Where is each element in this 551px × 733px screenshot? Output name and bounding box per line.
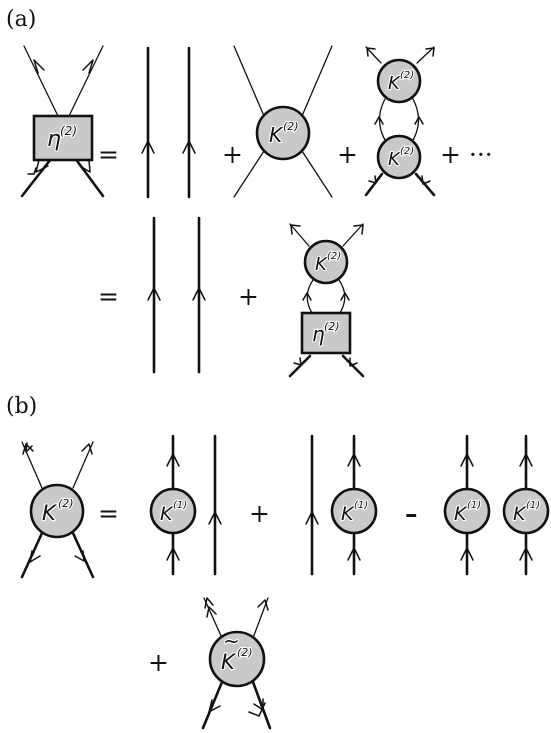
- k2-superscript-a2: (2): [400, 70, 414, 81]
- plus-sign-a3: +: [238, 282, 259, 311]
- eta2-box: [32, 114, 94, 162]
- k1-superscript-b2: (1): [354, 500, 368, 511]
- k1-symbol-b1: K: [160, 503, 174, 525]
- k2-symbol-b1: K: [42, 501, 58, 525]
- eta2-symbol: η: [47, 127, 61, 152]
- k2-symbol-a1: K: [269, 123, 284, 147]
- k2-eta2-ladder: K (2) η (2): [288, 223, 365, 378]
- k2-tilde-mark: ~: [223, 629, 240, 653]
- k2-vertex-a1: K (2): [233, 45, 333, 198]
- k1-superscript-b4: (1): [526, 500, 540, 511]
- eta2-vertex: η (2): [20, 45, 105, 198]
- k2-ladder-a1: K (2) K (2): [364, 46, 436, 197]
- k2-superscript-a4: (2): [327, 251, 341, 262]
- k2-tilde-superscript: (2): [237, 646, 253, 659]
- eta2-superscript: (2): [60, 124, 77, 138]
- plus-sign-a1: +: [222, 140, 243, 169]
- k1-superscript-b3: (1): [467, 500, 481, 511]
- k2-superscript-a3: (2): [400, 146, 414, 157]
- plus-sign-b1: +: [249, 499, 270, 528]
- eta2-box-a2: [300, 311, 352, 355]
- k1-left-term: K (1): [149, 434, 222, 576]
- k1-superscript-b1: (1): [173, 500, 187, 511]
- k1-product-term: K (1) K (1): [443, 434, 550, 576]
- k2-symbol-a3: K: [388, 149, 401, 170]
- k2-tilde-symbol: K: [221, 650, 237, 674]
- k2-symbol-a2: K: [388, 73, 401, 94]
- panel-label-b: (b): [6, 394, 37, 419]
- eta2-symbol-a2: η: [312, 322, 325, 346]
- k2-symbol-a4: K: [315, 254, 328, 275]
- k1-right-term: K (1): [305, 434, 378, 576]
- equals-sign-a1: =: [98, 140, 119, 169]
- eta2-superscript-a2: (2): [324, 320, 340, 333]
- k2-tilde-vertex: ~ K (2): [201, 597, 272, 730]
- minus-sign-b1: –: [405, 499, 418, 528]
- k2-superscript-a1: (2): [283, 120, 299, 133]
- plus-sign-a2: +: [337, 140, 358, 169]
- k2-vertex-b1: K (2): [20, 441, 95, 579]
- k2-superscript-b1: (2): [58, 497, 74, 510]
- panel-label-a: (a): [6, 7, 36, 32]
- free-propagators-a1: [141, 46, 196, 199]
- ellipsis-a1: + ···: [440, 140, 493, 169]
- free-propagators-a2: [147, 216, 206, 374]
- k1-symbol-b4: K: [513, 503, 527, 525]
- k1-symbol-b3: K: [454, 503, 468, 525]
- plus-sign-b2: +: [148, 648, 169, 677]
- equals-sign-a2: =: [98, 282, 119, 311]
- k1-symbol-b2: K: [341, 503, 355, 525]
- equals-sign-b1: =: [98, 499, 119, 528]
